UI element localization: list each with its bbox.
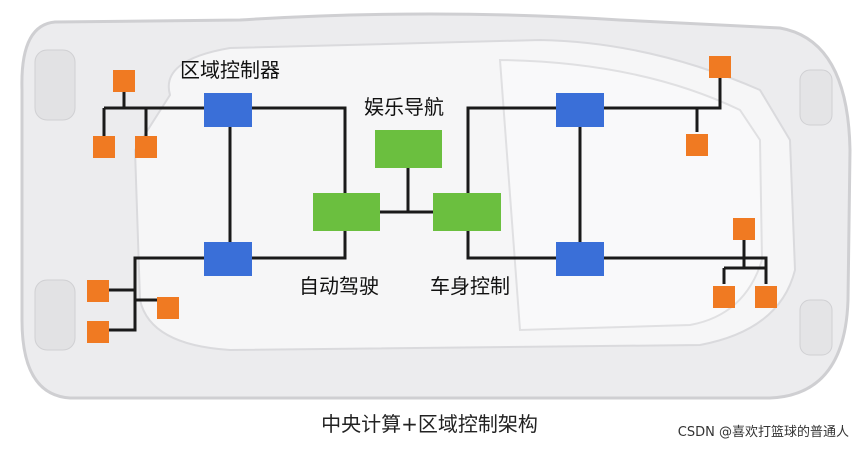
zone-controllers — [204, 93, 604, 276]
domain-computers — [313, 130, 501, 231]
infotainment-box — [375, 130, 442, 168]
body-control-box — [433, 193, 501, 231]
wire-zone-tl-to-center — [230, 106, 347, 210]
wire-rt-bus — [580, 78, 722, 110]
infotainment-label: 娱乐导航 — [364, 95, 444, 119]
zone-controller-label: 区域控制器 — [180, 58, 280, 82]
zone-controller-top-right — [556, 93, 604, 127]
ecu-nodes — [87, 56, 777, 343]
autonomous-driving-label: 自动驾驶 — [299, 274, 379, 298]
left-headlight — [34, 49, 76, 121]
autonomous-driving-box — [313, 193, 380, 231]
wire-body-to-zone-tr — [466, 106, 580, 212]
ecu-node-left-bottom-b — [157, 297, 179, 319]
zone-controller-bottom-left — [204, 242, 252, 276]
ecu-node-left-bottom-a — [87, 280, 109, 302]
wire-rb-bus — [580, 256, 768, 284]
wire-body-to-zone-br — [466, 230, 580, 260]
body-control-label: 车身控制 — [430, 274, 510, 298]
diagram-caption: 中央计算+区域控制架构 — [321, 412, 538, 436]
right-mirror-top — [799, 69, 833, 126]
ecu-node-right-top-b — [686, 134, 708, 156]
ecu-node-left-top-b — [135, 136, 157, 158]
zone-controller-bottom-right — [556, 242, 604, 276]
wire-lb-branch-3 — [98, 300, 137, 332]
wire-zone-bl-to-ad — [230, 230, 347, 260]
watermark: CSDN @喜欢打篮球的普通人 — [677, 425, 849, 440]
ecu-node-right-bottom-top — [733, 218, 755, 240]
right-mirror-bottom — [799, 299, 833, 356]
ecu-node-right-bottom-a — [713, 286, 735, 308]
ecu-node-right-top-a — [709, 56, 731, 78]
ecu-node-left-bottom-c — [87, 321, 109, 343]
ecu-node-left-top — [113, 70, 135, 92]
zone-controller-top-left — [204, 93, 252, 127]
ecu-node-right-bottom-b — [755, 286, 777, 308]
wire-lb-bus — [133, 256, 230, 300]
ecu-node-left-top-a — [93, 136, 115, 158]
left-taillight — [34, 279, 76, 351]
